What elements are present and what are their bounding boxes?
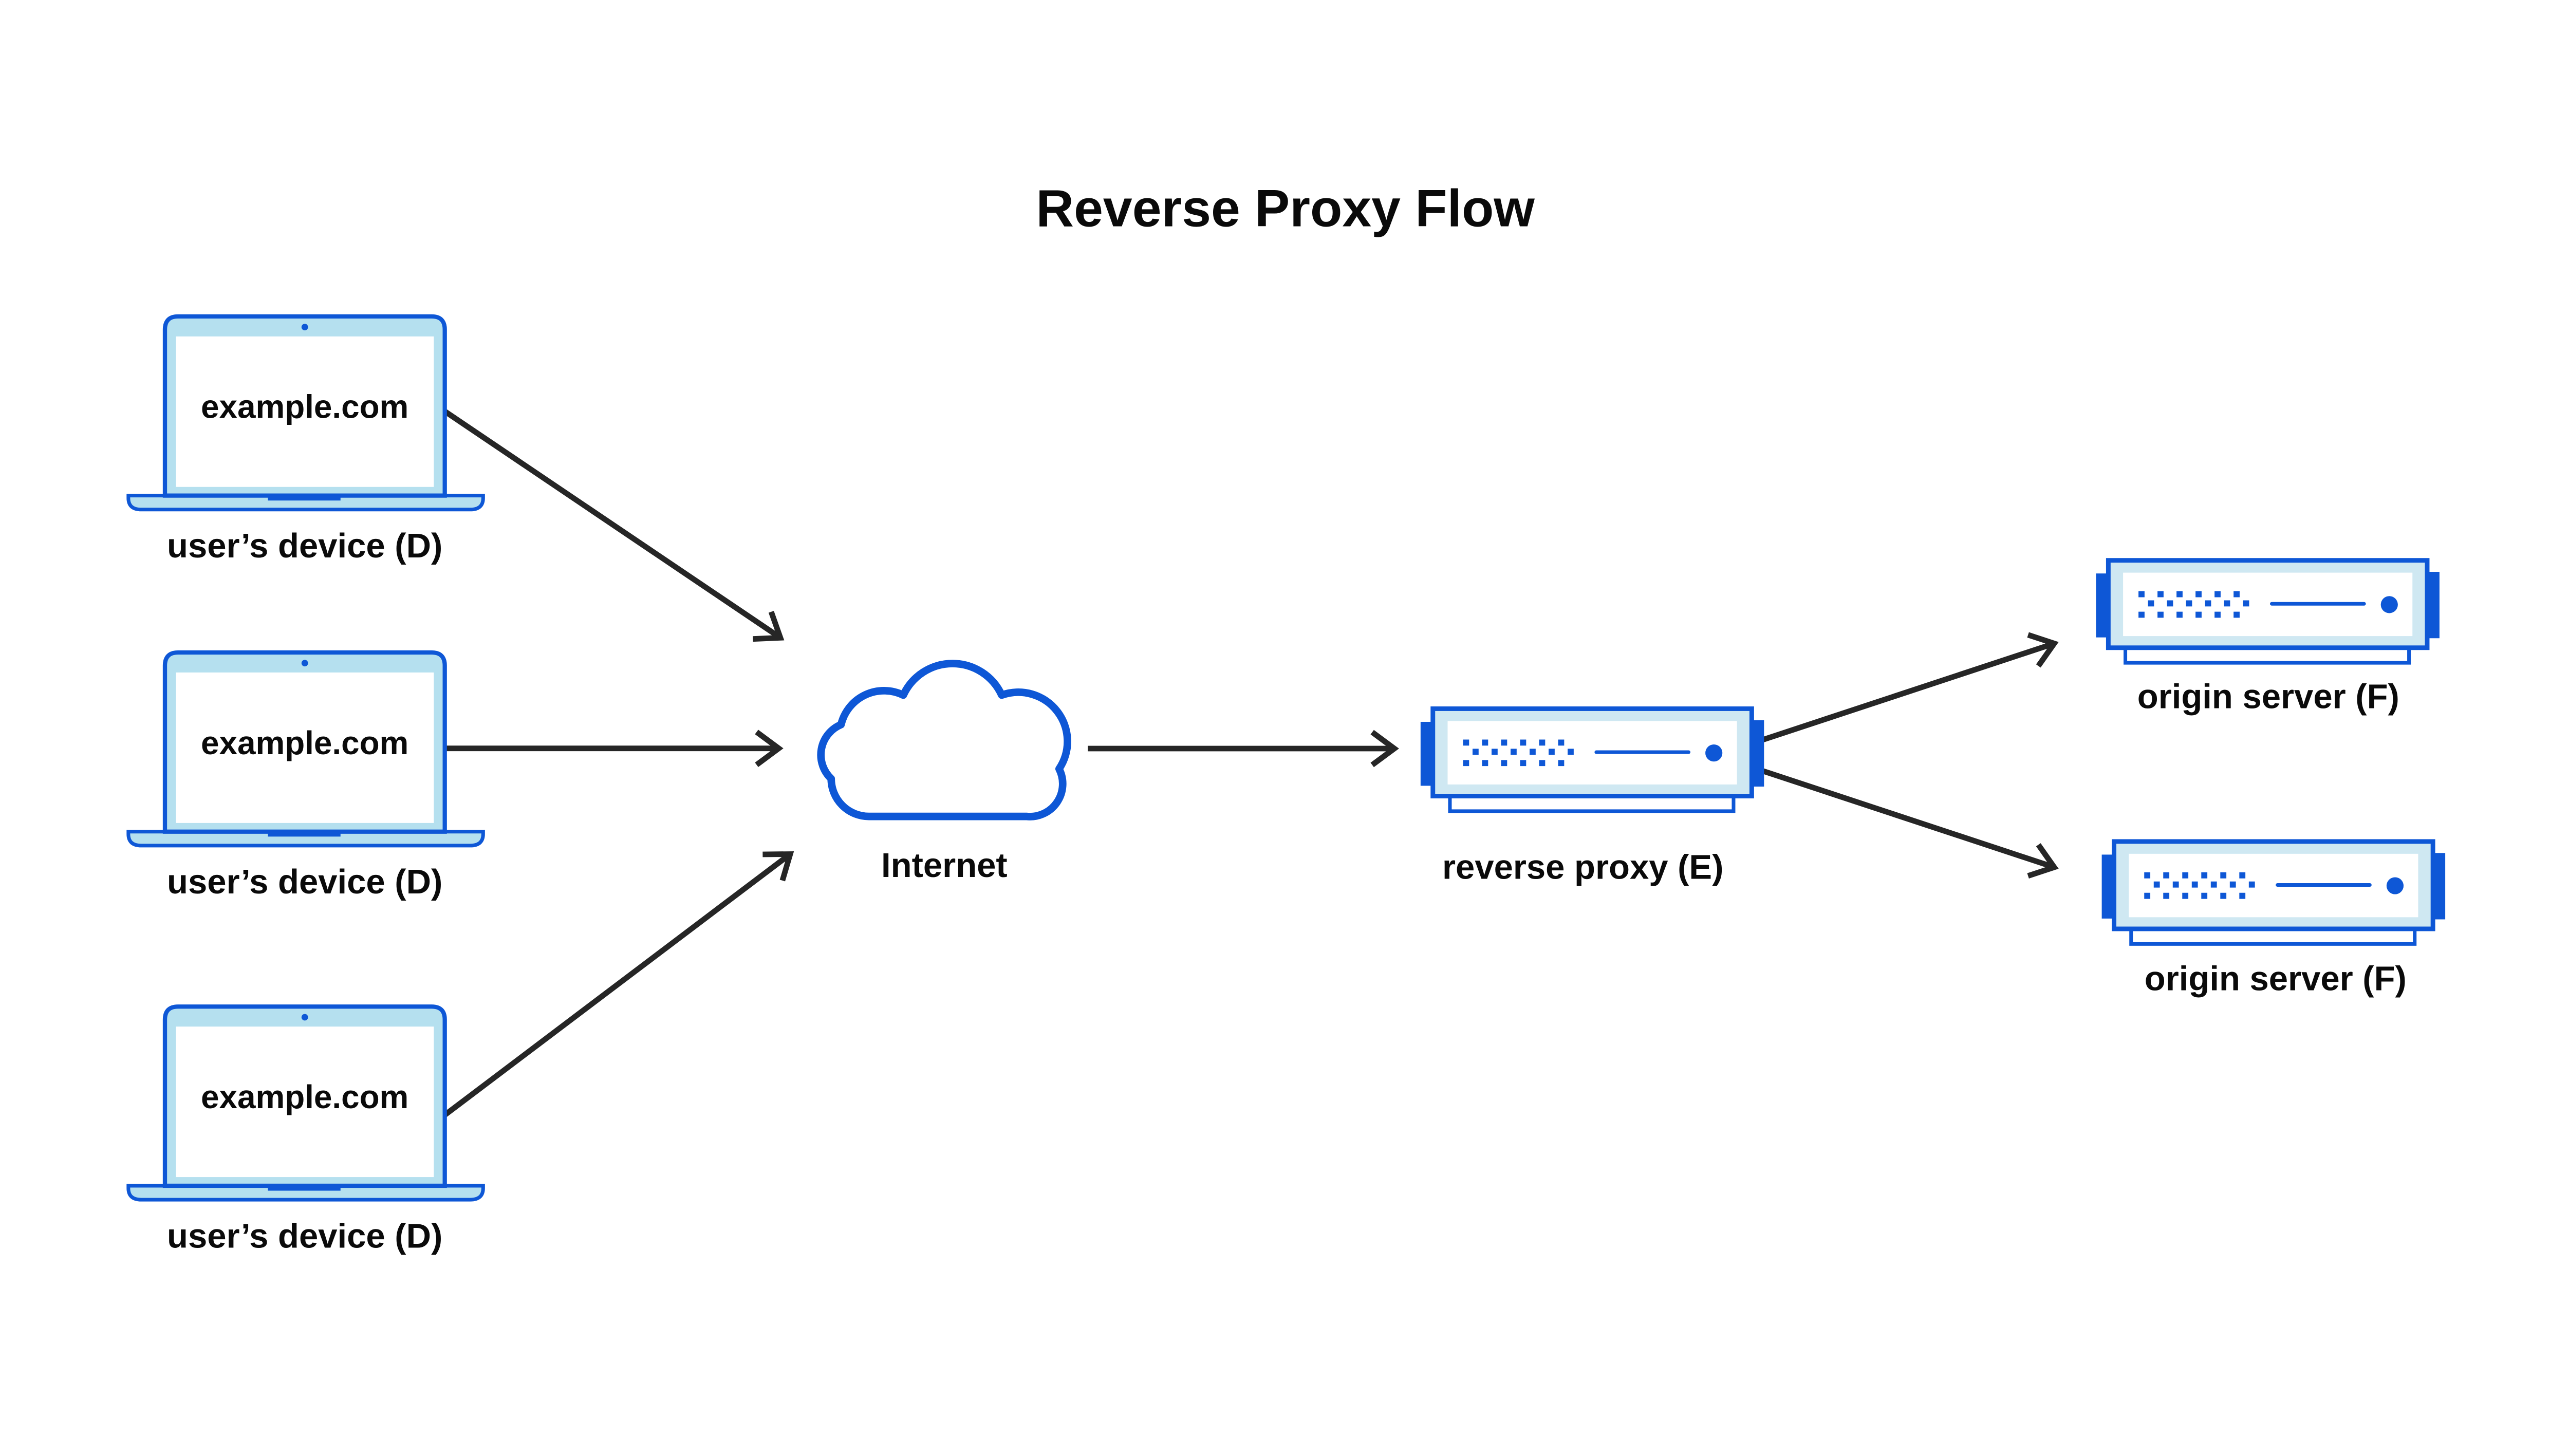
device-label: user’s device (D) — [167, 527, 442, 565]
reverse-proxy-node: reverse proxy (E) — [1421, 709, 1764, 887]
diagram-title: Reverse Proxy Flow — [1036, 179, 1535, 238]
device-label: user’s device (D) — [167, 863, 442, 901]
arrow-reverse-proxy-to-origin2 — [1758, 767, 2059, 879]
arrow-device1-to-internet — [443, 409, 785, 642]
server-icon — [1421, 709, 1764, 811]
server-icon — [2096, 561, 2439, 663]
origin-server-label: origin server (F) — [2137, 678, 2399, 716]
diagram-canvas: Reverse Proxy Flow example.com user’s de… — [0, 179, 2569, 1255]
internet-node: Internet — [817, 660, 1071, 885]
connections — [443, 409, 2059, 1117]
origin-server-2: origin server (F) — [2102, 842, 2445, 998]
reverse-proxy-label: reverse proxy (E) — [1442, 848, 1723, 887]
internet-label: Internet — [881, 846, 1008, 885]
origin-server-1: origin server (F) — [2096, 561, 2439, 716]
cloud-icon — [817, 660, 1071, 821]
user-device-2: example.com user’s device (D) — [128, 652, 483, 901]
device-screen-url: example.com — [201, 724, 408, 761]
device-screen-url: example.com — [201, 1078, 408, 1115]
origin-server-label: origin server (F) — [2145, 960, 2407, 998]
device-screen-url: example.com — [201, 388, 408, 425]
device-label: user’s device (D) — [167, 1217, 442, 1255]
arrow-reverse-proxy-to-origin1 — [1758, 632, 2059, 744]
server-icon — [2102, 842, 2445, 944]
user-device-3: example.com user’s device (D) — [128, 1006, 483, 1255]
arrow-device3-to-internet — [443, 851, 794, 1117]
user-device-1: example.com user’s device (D) — [128, 316, 483, 565]
